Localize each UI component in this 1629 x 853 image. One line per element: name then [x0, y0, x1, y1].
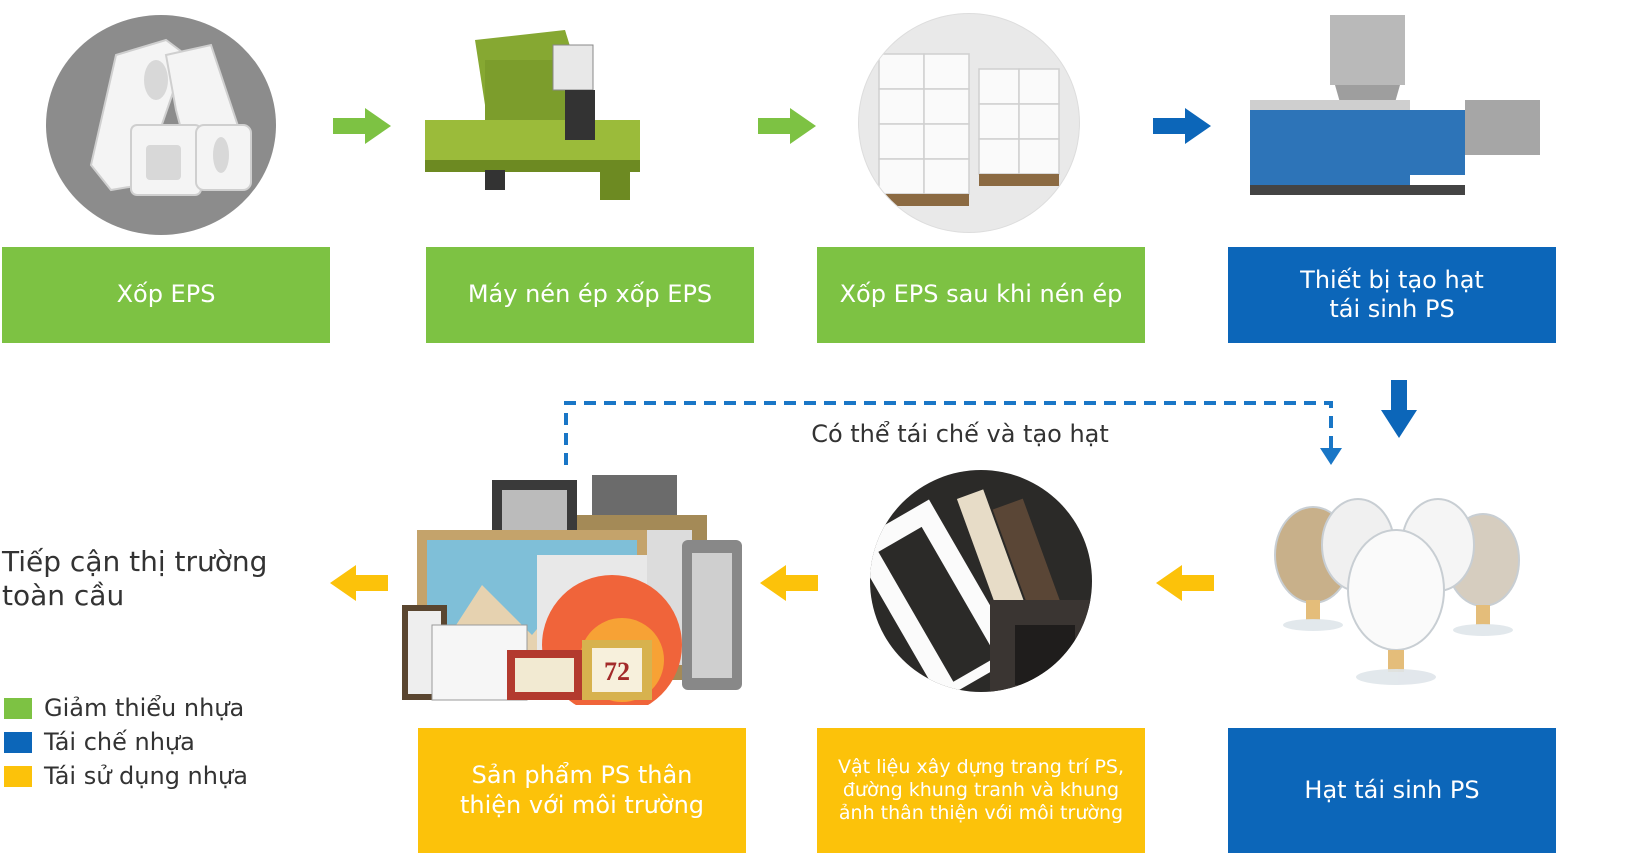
- legend-swatch-blue: [4, 731, 32, 753]
- step-eps-foam: Xốp EPS: [2, 247, 330, 343]
- compressed-eps-image: [858, 13, 1080, 233]
- legend-recycle: Tái chế nhựa: [4, 728, 195, 756]
- arrow-right-icon: [758, 108, 816, 144]
- arrow-down-icon: [1381, 380, 1417, 438]
- step-compressed-eps: Xốp EPS sau khi nén ép: [817, 247, 1145, 343]
- pelletizer-machine-image: [1240, 10, 1545, 200]
- legend-reuse: Tái sử dụng nhựa: [4, 762, 248, 790]
- legend-swatch-green: [4, 697, 32, 719]
- legend-label: Tái sử dụng nhựa: [44, 762, 248, 790]
- eps-foam-image: [46, 15, 276, 235]
- arrow-right-icon: [1153, 108, 1211, 144]
- global-market-label: Tiếp cận thị trường toàn cầu: [2, 545, 268, 613]
- loop-label: Có thể tái chế và tạo hạt: [811, 420, 1109, 448]
- building-materials-image: [870, 470, 1092, 692]
- step-eps-compactor: Máy nén ép xốp EPS: [426, 247, 754, 343]
- step-ps-pellets: Hạt tái sinh PS: [1228, 728, 1556, 853]
- arrow-left-icon: [330, 565, 388, 601]
- legend-reduce: Giảm thiểu nhựa: [4, 694, 244, 722]
- arrow-right-icon: [333, 108, 391, 144]
- step-building-materials: Vật liệu xây dựng trang trí PS, đường kh…: [817, 728, 1145, 853]
- eps-compactor-image: [425, 20, 640, 200]
- step-pelletizer: Thiết bị tạo hạt tái sinh PS: [1228, 247, 1556, 343]
- arrow-left-icon: [1156, 565, 1214, 601]
- legend-label: Giảm thiểu nhựa: [44, 694, 245, 722]
- legend-label: Tái chế nhựa: [44, 728, 195, 756]
- ps-products-image: 72: [402, 475, 747, 715]
- step-eco-products: Sản phẩm PS thân thiện với môi trường: [418, 728, 746, 853]
- frame-number: 72: [604, 657, 630, 686]
- ps-pellets-image: [1268, 495, 1528, 700]
- legend-swatch-yellow: [4, 765, 32, 787]
- arrow-left-icon: [760, 565, 818, 601]
